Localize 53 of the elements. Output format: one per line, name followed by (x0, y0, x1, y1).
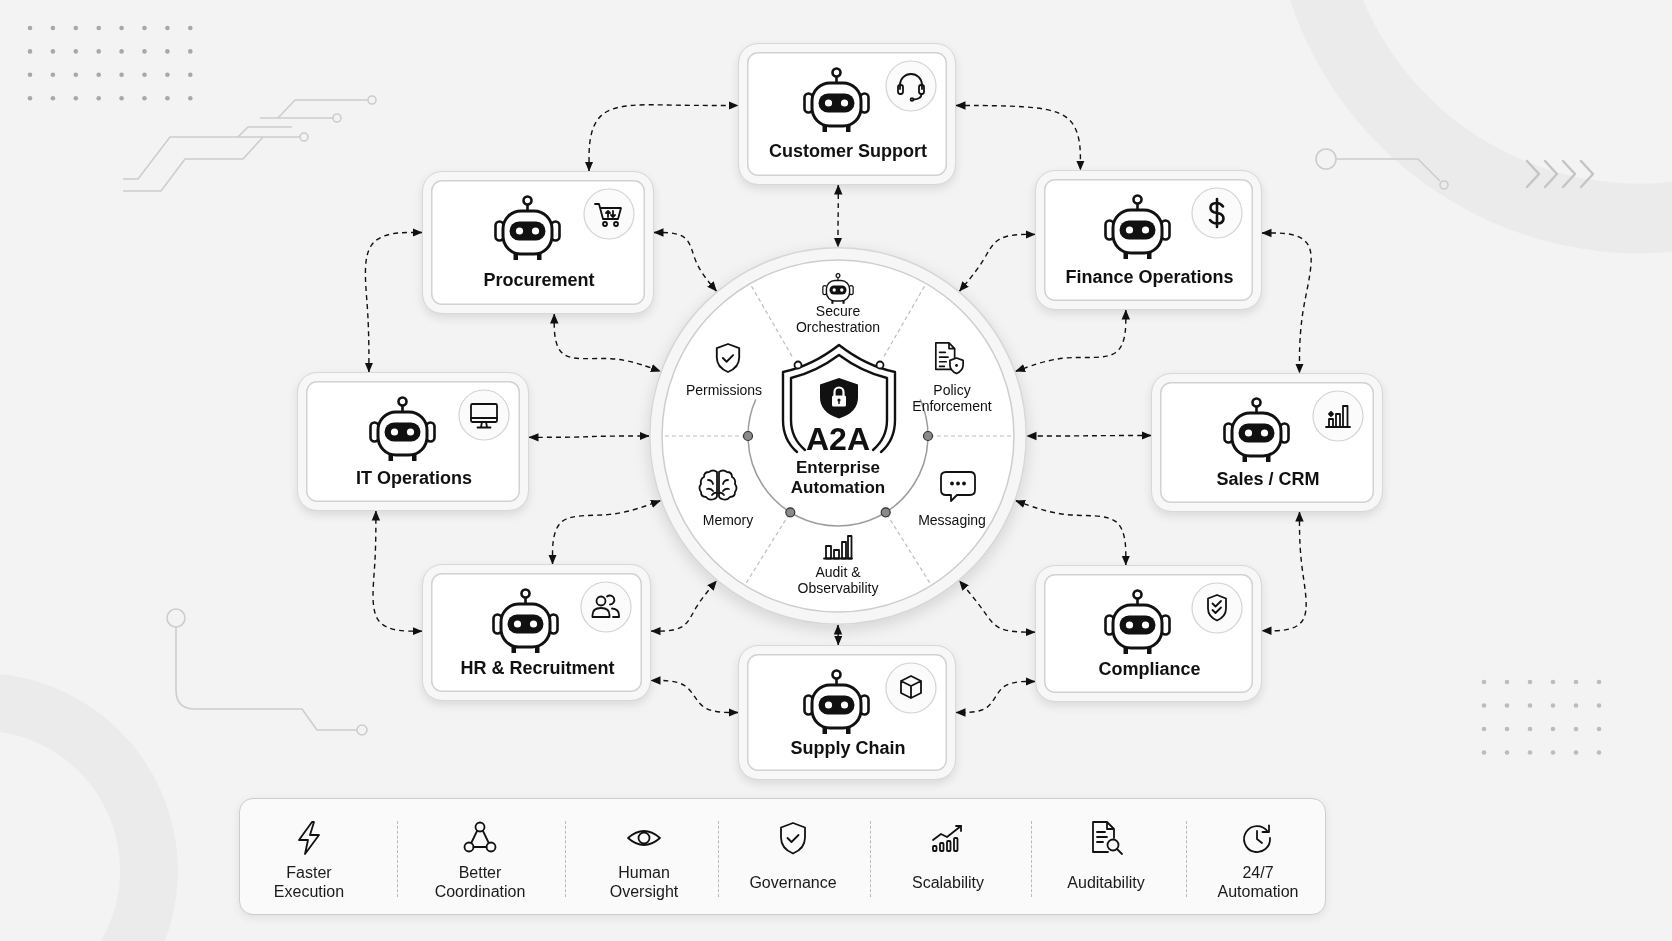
agent-card (738, 43, 956, 185)
agent-label: Finance Operations (1065, 265, 1234, 288)
benefits-panel (239, 798, 1326, 915)
benefit-label: Governance (749, 872, 837, 892)
hub-subtitle: Enterprise Automation (789, 458, 887, 498)
benefit-label: Auditability (1067, 872, 1145, 892)
dashed-arrow (833, 624, 843, 646)
dashed-arrow (958, 580, 1036, 637)
agent-label: Sales / CRM (1216, 467, 1320, 490)
hub-circle (649, 247, 1027, 625)
benefit-label: Scalability (912, 872, 984, 892)
agent-label: IT Operations (356, 466, 472, 489)
dashed-arrow (550, 313, 662, 373)
agent-card (422, 171, 654, 314)
agent-card (1035, 565, 1262, 702)
hub-title: A2A (806, 422, 870, 456)
agent-card (422, 564, 651, 701)
agent-label: HR & Recruitment (460, 657, 615, 680)
agent-label: Procurement (483, 268, 595, 291)
dashed-arrow (1261, 511, 1307, 635)
agent-label: Compliance (1098, 658, 1201, 681)
dashed-arrow (653, 228, 718, 292)
dashed-arrow (584, 101, 739, 172)
benefit-label: 24/7 Automation (1217, 863, 1299, 901)
agent-card (738, 645, 956, 780)
benefit-label: Better Coordination (434, 863, 526, 901)
agent-card (1151, 373, 1383, 512)
dashed-arrow (1014, 499, 1130, 566)
benefit-label: Faster Execution (273, 863, 345, 901)
agent-label: Supply Chain (790, 736, 906, 759)
capability-label: Memory (702, 512, 754, 528)
dashed-arrow (833, 184, 843, 248)
dashed-arrow (371, 510, 423, 636)
capability-label: Permissions (685, 382, 763, 398)
dashed-arrow (1261, 228, 1312, 374)
agent-card (1035, 170, 1262, 310)
dashed-arrow (955, 101, 1085, 171)
dashed-arrow (955, 677, 1036, 717)
dashed-arrow (364, 228, 423, 373)
agent-label: Customer Support (769, 140, 927, 163)
agent-card (297, 372, 529, 511)
capability-label: Audit & Observability (796, 564, 880, 596)
dashed-arrow (528, 431, 650, 442)
capability-label: Messaging (918, 512, 986, 528)
capability-label: Secure Orchestration (794, 303, 881, 335)
dashed-arrow (650, 580, 718, 636)
dashed-arrow (650, 676, 739, 717)
benefit-label: Human Oversight (609, 863, 679, 901)
dashed-arrow (548, 499, 662, 565)
dashed-arrow (958, 230, 1036, 292)
dashed-arrow (1014, 309, 1130, 373)
dashed-arrow (1026, 431, 1152, 441)
capability-label: Policy Enforcement (912, 382, 992, 414)
